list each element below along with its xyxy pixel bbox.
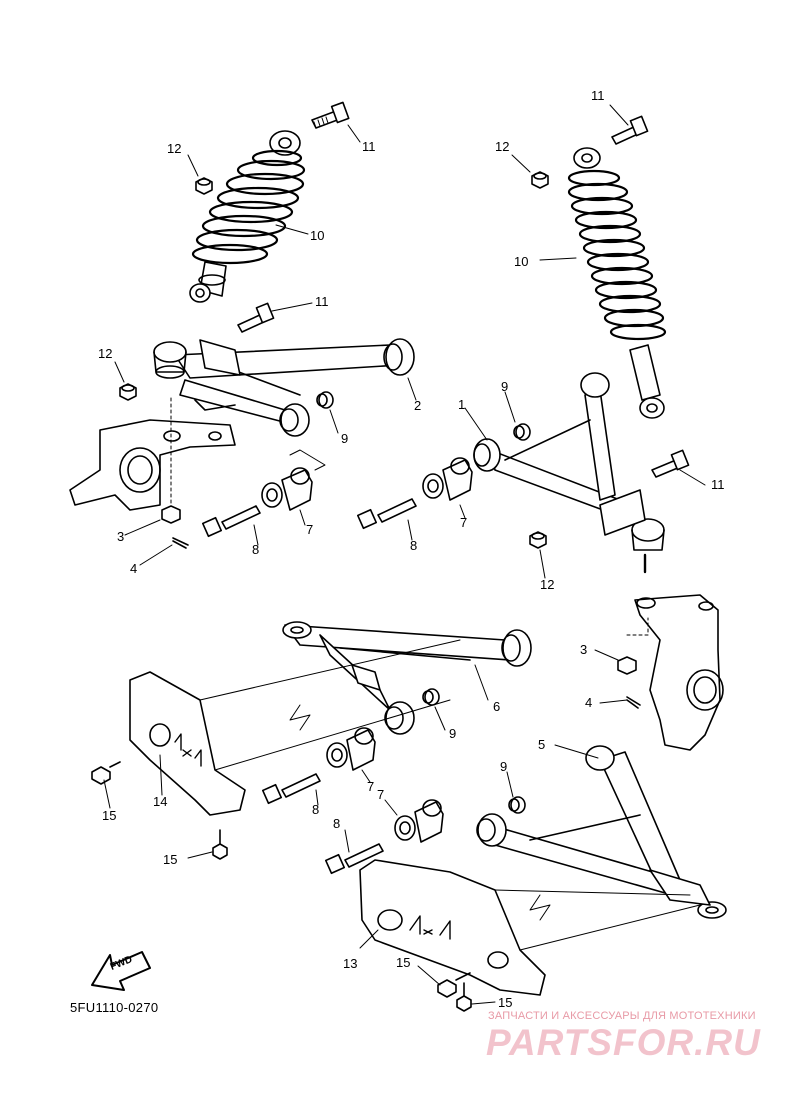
right-steering-knuckle	[634, 594, 724, 751]
callout-11: 11	[711, 477, 725, 492]
left-guard-bolt-a	[91, 761, 121, 785]
right-arm-shock-bolt	[651, 449, 690, 478]
callout-4: 4	[585, 695, 593, 710]
left-shock-absorber	[189, 130, 306, 303]
rear-lower-arm	[282, 621, 532, 735]
rear-arm-collar	[422, 688, 440, 706]
callout-3: 3	[580, 642, 588, 657]
callout-leader-lines	[103, 104, 706, 1005]
callout-10: 10	[514, 254, 529, 269]
right-arm-guard	[359, 859, 701, 996]
right-arm-nut	[529, 531, 547, 549]
callout-2: 2	[414, 398, 422, 413]
callout-14: 14	[153, 794, 168, 809]
left-shock-top-bolt	[311, 101, 350, 129]
callout-9: 9	[341, 431, 349, 446]
right-bushing-set	[422, 457, 473, 501]
left-arm-collar	[316, 391, 334, 409]
left-arm-shock-bolt	[237, 302, 275, 333]
callout-12: 12	[540, 577, 555, 592]
callout-11: 11	[315, 294, 329, 309]
right-guard-bolt-b	[456, 982, 472, 1012]
callout-5: 5	[538, 737, 546, 752]
right-castle-nut	[617, 617, 649, 675]
callout-13: 13	[343, 956, 358, 971]
front-arm-collar	[508, 796, 526, 814]
right-pivot-bolt	[356, 498, 417, 530]
callout-8: 8	[410, 538, 418, 553]
left-arm-guard	[129, 639, 461, 816]
rear-bushing-set-upper	[326, 727, 376, 771]
callout-4: 4	[130, 561, 138, 576]
callout-8: 8	[312, 802, 320, 817]
callout-7: 7	[460, 515, 468, 530]
forward-direction-arrow	[91, 951, 151, 991]
callout-7: 7	[377, 787, 385, 802]
right-shock-absorber	[567, 147, 667, 419]
callout-11: 11	[362, 139, 376, 154]
front-lower-arm	[476, 745, 727, 919]
callout-7: 7	[306, 522, 314, 537]
callout-1: 1	[458, 397, 466, 412]
callout-6: 6	[493, 699, 501, 714]
callout-11: 11	[591, 88, 605, 103]
front-bushing-set	[394, 799, 444, 843]
front-pivot-bolt	[324, 843, 384, 875]
left-cotter-pin	[172, 537, 189, 549]
rear-pivot-bolt-upper	[261, 773, 321, 805]
right-cotter-pin	[626, 696, 641, 709]
callout-3: 3	[117, 529, 125, 544]
left-castle-nut	[161, 397, 181, 524]
callout-9: 9	[501, 379, 509, 394]
right-upper-arm	[473, 372, 665, 574]
right-shock-top-bolt	[611, 115, 649, 145]
callout-15: 15	[163, 852, 178, 867]
left-shock-nut	[195, 177, 213, 195]
callout-7: 7	[367, 779, 375, 794]
left-bushing-set	[261, 467, 313, 511]
catalog-code: 5FU1110-0270	[70, 1000, 159, 1015]
right-guard-bolt-a	[437, 972, 471, 998]
left-guard-bolt-b	[212, 829, 228, 860]
right-arm-collar	[513, 423, 531, 441]
callout-8: 8	[333, 816, 341, 831]
callout-9: 9	[500, 759, 508, 774]
callout-15: 15	[498, 995, 513, 1010]
callout-8: 8	[252, 542, 260, 557]
left-pivot-bolt	[201, 505, 261, 538]
callout-15: 15	[102, 808, 117, 823]
watermark-tagline: ЗАПЧАСТИ И АКСЕССУАРЫ ДЛЯ МОТОТЕХНИКИ	[488, 1010, 756, 1022]
watermark-logo: PARTSFOR.RU	[486, 1022, 761, 1063]
left-arm-nut	[119, 383, 137, 401]
callout-12: 12	[98, 346, 113, 361]
callout-12: 12	[167, 141, 182, 156]
callout-9: 9	[449, 726, 457, 741]
left-steering-knuckle	[69, 419, 236, 511]
callout-10: 10	[310, 228, 325, 243]
callout-15: 15	[396, 955, 411, 970]
left-upper-arm	[153, 338, 415, 437]
right-shock-nut	[531, 171, 549, 189]
callout-12: 12	[495, 139, 510, 154]
